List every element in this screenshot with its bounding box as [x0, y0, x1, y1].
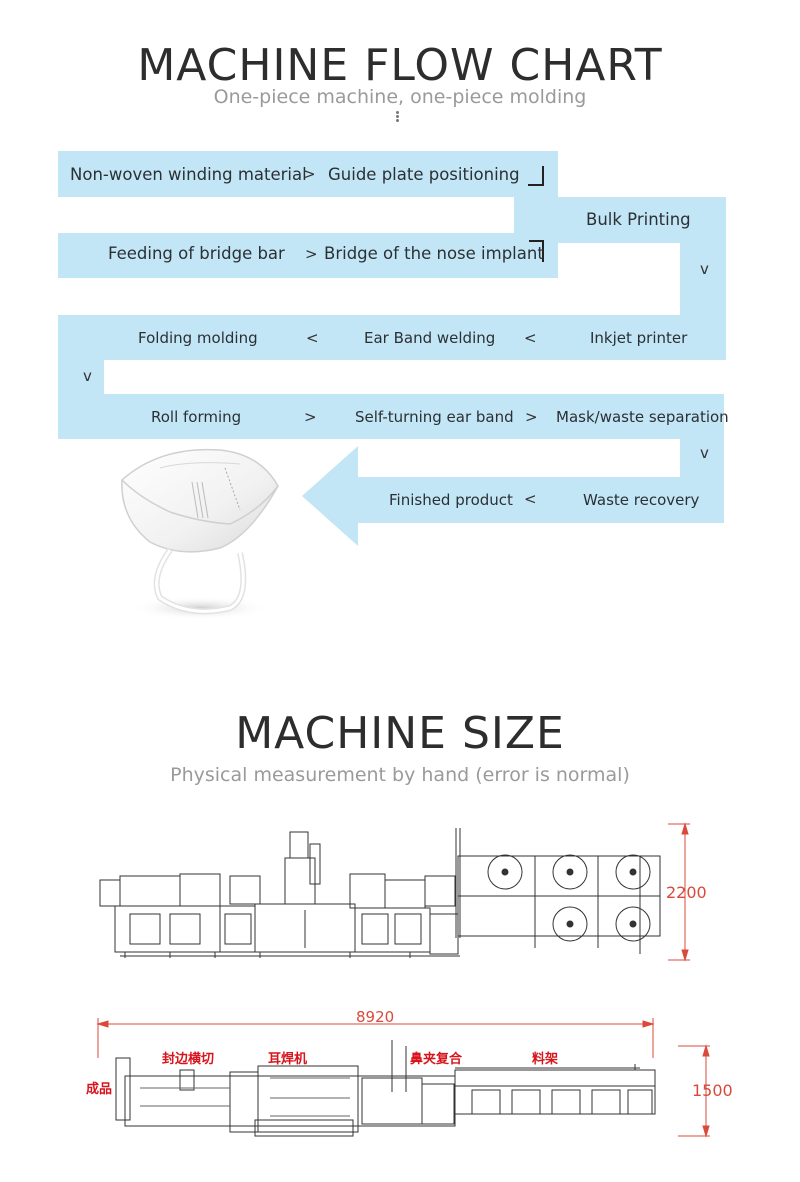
zone-label-finished: 成品 — [86, 1081, 112, 1097]
arrow-right-icon: > — [525, 408, 538, 426]
step-bulk-printing: Bulk Printing — [586, 210, 691, 229]
step-non-woven-winding: Non-woven winding material — [70, 165, 307, 184]
step-waste-recovery: Waste recovery — [583, 491, 700, 509]
corner-mark-icon — [529, 240, 544, 262]
flow-subtitle: One-piece machine, one-piece molding — [213, 86, 587, 108]
arrow-left-icon — [302, 446, 358, 546]
arrow-down-icon: v — [700, 444, 709, 462]
step-roll-forming: Roll forming — [151, 408, 242, 426]
machine-side-elevation-drawing: 2200 — [99, 822, 707, 962]
flow-band-row3 — [58, 315, 726, 360]
step-guide-plate: Guide plate positioning — [328, 165, 520, 184]
arrow-right-icon: > — [303, 165, 316, 183]
step-inkjet-printer: Inkjet printer — [590, 329, 688, 347]
step-mask-waste-separation: Mask/waste separation — [556, 408, 729, 426]
size-title: MACHINE SIZE — [235, 708, 565, 759]
arrow-left-small-icon: < — [524, 329, 537, 347]
arrow-left-small-icon: < — [524, 490, 537, 508]
flow-band-left-vertical — [58, 360, 104, 394]
flow-band-row2 — [58, 233, 558, 278]
step-bridge-nose-implant: Bridge of the nose implant — [324, 244, 544, 263]
flow-band-row4 — [58, 394, 724, 439]
flow-band-right-vertical — [680, 243, 726, 315]
zone-label-ear-weld: 耳焊机 — [268, 1051, 307, 1067]
arrow-right-icon: > — [305, 245, 318, 263]
width-dimension-label: 1500 — [692, 1081, 733, 1100]
step-folding-molding: Folding molding — [138, 329, 258, 347]
mask-product-image — [100, 438, 300, 638]
step-ear-band-welding: Ear Band welding — [364, 329, 496, 347]
length-dimension-label: 8920 — [356, 1008, 394, 1026]
flow-band-row5 — [358, 477, 724, 523]
flow-title: MACHINE FLOW CHART — [137, 40, 663, 91]
arrow-right-icon: > — [304, 408, 317, 426]
zone-label-nose-clip: 鼻夹复合 — [410, 1051, 463, 1067]
size-subtitle: Physical measurement by hand (error is n… — [170, 764, 630, 786]
arrow-down-icon: v — [700, 260, 709, 278]
arrow-left-small-icon: < — [306, 329, 319, 347]
corner-mark-icon — [528, 166, 544, 186]
step-self-turning-ear-band: Self-turning ear band — [355, 408, 514, 426]
zone-label-rack: 料架 — [532, 1051, 558, 1067]
zone-label-sealing: 封边横切 — [162, 1051, 214, 1067]
flow-band-row1 — [58, 151, 558, 197]
flow-band-right-vertical-2 — [680, 439, 724, 477]
machine-plan-view-drawing: 8920 成品 封边横切 耳焊机 鼻夹复合 料架 — [86, 1008, 733, 1138]
step-finished-product: Finished product — [389, 491, 513, 509]
step-feeding-bridge-bar: Feeding of bridge bar — [108, 244, 285, 263]
height-dimension-label: 2200 — [666, 883, 707, 902]
arrow-down-icon: v — [83, 367, 92, 385]
dots-icon — [394, 111, 400, 123]
